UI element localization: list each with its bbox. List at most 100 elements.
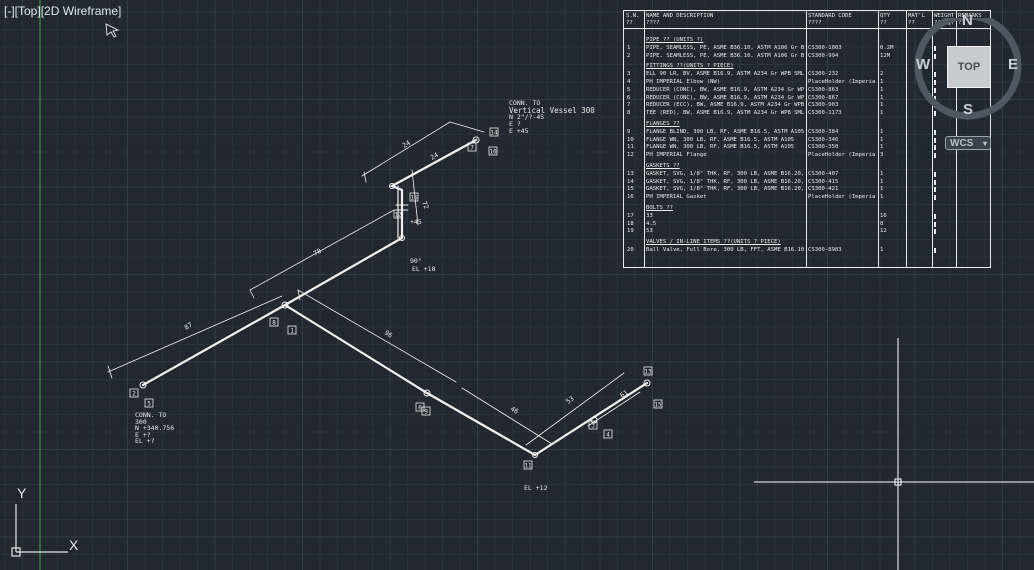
- item-tag-box: [653, 399, 663, 409]
- bom-cell-weight-marker: [934, 111, 936, 117]
- vertical-label: +45: [410, 218, 422, 226]
- chevron-down-icon: ▾: [982, 139, 987, 148]
- item-tag: 12: [394, 212, 402, 219]
- ucs-x-label: X: [69, 537, 79, 553]
- bom-cell-qty: 2: [880, 71, 884, 78]
- bom-cell-code: PlaceHolder (Imperial-185): [808, 79, 876, 85]
- view-menu[interactable]: [Top]: [14, 4, 41, 18]
- bom-header-code: STANDARD CODE: [808, 13, 852, 19]
- annotation-line: Vertical Vessel 300: [509, 106, 595, 115]
- bom-header-material-sub: ??: [908, 20, 915, 26]
- bom-header-remarks-sub: ??: [958, 20, 965, 26]
- bom-cell-sn: 12: [627, 152, 634, 159]
- compass-ring[interactable]: [910, 18, 1028, 136]
- dimension-text: 61: [619, 389, 630, 400]
- ucs-icon[interactable]: [10, 488, 90, 558]
- bom-cell-description: FLANGE WN, 300 LB, RF, ASME B16.5, ASTM …: [646, 136, 795, 143]
- item-tag-box: [409, 192, 419, 202]
- bom-cell-weight-marker: [934, 248, 936, 253]
- bom-cell-sn: 6: [627, 94, 631, 101]
- annotation-line: CONN. TO: [509, 99, 541, 107]
- bom-cell-description: PIPE, SEAMLESS, PE, ASME B36.10, ASTM A1…: [646, 44, 804, 51]
- bom-cell-code: CS300-1003: [808, 44, 842, 51]
- bom-cell-code: CS300-350: [808, 144, 839, 151]
- bom-cell-sn: 20: [627, 247, 634, 253]
- bom-cell-qty: 1: [880, 94, 884, 101]
- bom-cell-description: REDUCER (CONC), BW, ASME B16.9, ASTM A23…: [646, 86, 804, 93]
- bom-cell-qty: 8: [880, 220, 884, 227]
- item-tag-box: [588, 420, 598, 430]
- viewport-label[interactable]: [-][Top][2D Wireframe]: [4, 4, 121, 18]
- bom-cell-code: CS300-903: [808, 102, 839, 109]
- viewport-controls-menu[interactable]: [-]: [4, 4, 15, 18]
- wcs-menu-button[interactable]: WCS ▾: [945, 136, 991, 150]
- bom-cell-qty: 16: [880, 212, 887, 219]
- bom-cell-sn: 19: [627, 228, 634, 235]
- item-tag: 4: [606, 432, 610, 439]
- bom-cell-sn: 14: [627, 178, 634, 185]
- bom-cell-qty: 1: [880, 178, 884, 185]
- item-tag-box: [489, 127, 499, 137]
- viewcube-top-face[interactable]: TOP: [947, 46, 991, 88]
- bom-cell-description: TEE (RED), BW, ASME B16.9, ASTM A234 Gr …: [646, 110, 804, 117]
- bom-cell-code: CS300-232: [808, 71, 839, 78]
- visual-style-menu[interactable]: [2D Wireframe]: [40, 4, 122, 18]
- item-tag-box: [643, 366, 653, 376]
- item-tag: 14: [490, 130, 498, 137]
- bom-cell-code: PlaceHolder (Imperial-927): [808, 194, 876, 201]
- bom-cell-sn: 7: [627, 102, 631, 109]
- bom-cell-weight-marker: [934, 179, 936, 185]
- bom-cell-sn: 3: [627, 71, 631, 78]
- bom-header-code-sub: ????: [808, 20, 822, 26]
- bom-header-qty: QTY: [880, 13, 891, 19]
- item-tag: 16: [410, 195, 418, 202]
- bom-cell-description: PIPE ?? (UNITS ?): [646, 37, 704, 43]
- compass-south[interactable]: S: [963, 101, 974, 118]
- bom-cell-qty: 12M: [880, 52, 891, 59]
- pipe-run[interactable]: [141, 138, 478, 387]
- bom-cell-qty: 1: [880, 102, 884, 109]
- bom-cell-description: 4.5: [646, 220, 657, 227]
- bom-cell-code: CS300-1173: [808, 110, 842, 117]
- bom-cell-qty: 1: [880, 186, 884, 193]
- compass-east[interactable]: E: [1008, 56, 1019, 73]
- item-tag-box: [421, 406, 431, 416]
- bom-cell-code: CS300-384: [808, 128, 839, 135]
- item-tag-box: [603, 429, 613, 439]
- pipe-branch[interactable]: [283, 303, 649, 457]
- dimension-text: 53: [565, 395, 576, 406]
- bom-cell-weight-marker: [934, 187, 936, 193]
- viewcube[interactable]: N W E S TOP WCS ▾: [910, 12, 1028, 158]
- bom-cell-description: VALVES / IN-LINE ITEMS ??(UNITS ? PIECE): [646, 239, 781, 246]
- item-tag: 3: [591, 423, 595, 430]
- bom-cell-weight-marker: [934, 87, 936, 93]
- bom-cell-description: GASKET, SVG, 1/8" THK, RF, 300 LB, ASME …: [646, 178, 804, 185]
- bom-cell-sn: 10: [627, 136, 634, 143]
- bom-cell-qty: 1: [880, 110, 884, 117]
- bom-cell-description: FLANGES ??: [646, 121, 680, 127]
- bom-cell-description: Ball Valve, Full Bore, 300 LB, FFT, ASME…: [646, 247, 804, 253]
- vertical-label: 90°: [410, 257, 422, 265]
- bom-cell-qty: 1: [880, 128, 884, 135]
- bom-cell-code: CS300-415: [808, 178, 839, 185]
- bom-header-desc-sub: ????: [646, 20, 660, 26]
- annotation-conn-left: CONN. TO 300 N +340.756 E +? EL +?: [135, 412, 174, 445]
- bom-cell-weight-marker: [934, 213, 936, 219]
- compass-west[interactable]: W: [916, 56, 931, 73]
- item-tag: 9: [424, 409, 428, 416]
- bom-cell-description: PH IMPERIAL Gasket: [646, 194, 707, 201]
- annotation-line: E +45: [509, 127, 529, 135]
- bom-cell-weight-marker: [934, 137, 936, 143]
- wcs-label: WCS: [950, 138, 974, 149]
- bom-cell-weight-marker: [934, 129, 936, 135]
- compass-north[interactable]: N: [962, 12, 973, 29]
- dimension-lines: [107, 121, 641, 446]
- bom-cell-sn: 13: [627, 170, 634, 177]
- bom-cell-description: FLANGE WN, 300 LB, RF, ASME B16.5, ASTM …: [646, 144, 795, 151]
- fittings: [139, 136, 651, 458]
- bom-cell-description: GASKET, SVG, 1/8" THK, RF, 300 LB, ASME …: [646, 170, 804, 177]
- annotation-line: EL +?: [135, 437, 155, 445]
